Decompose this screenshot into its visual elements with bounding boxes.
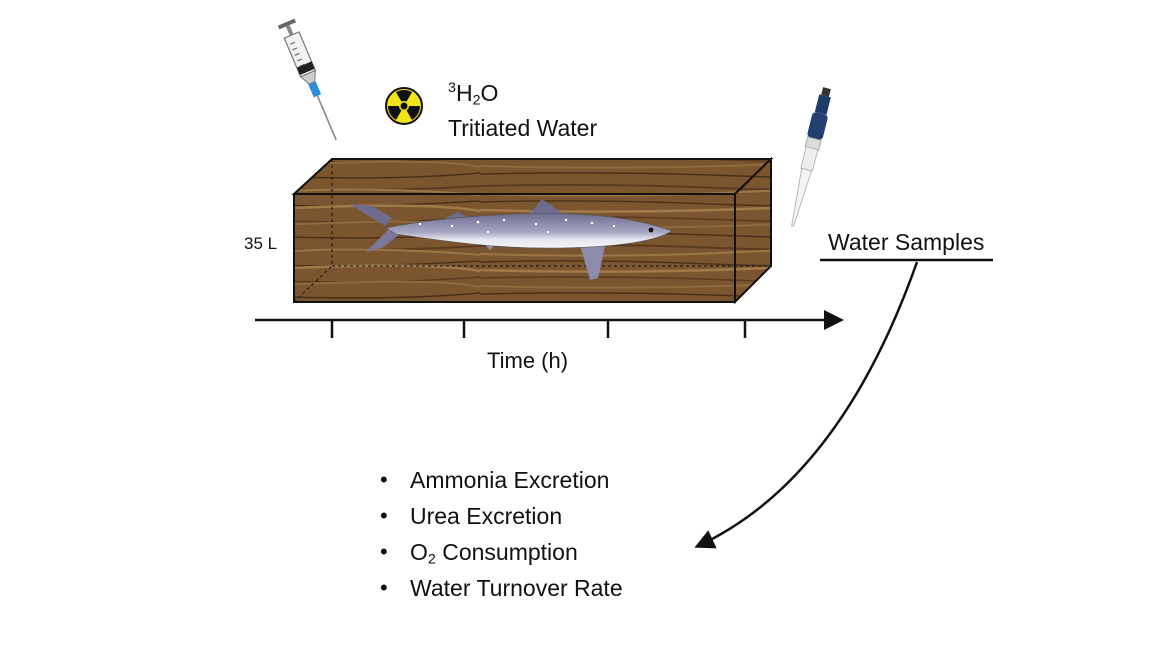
- measurement-list: Ammonia Excretion Urea Excretion O2 Cons…: [380, 462, 623, 606]
- isotope-formula: 3H2O: [448, 80, 499, 109]
- pipette-icon: [791, 87, 831, 227]
- list-item: Water Turnover Rate: [380, 570, 623, 606]
- syringe-icon: [277, 18, 337, 141]
- list-item: O2 Consumption: [380, 534, 623, 570]
- radiation-icon: [385, 87, 423, 125]
- isotope-name: Tritiated Water: [448, 115, 598, 141]
- time-axis-label: Time (h): [487, 348, 569, 373]
- isotope-mass-number: 3: [448, 80, 456, 97]
- samples-arrow: [694, 261, 919, 549]
- tank-volume-label: 35 L: [244, 234, 278, 253]
- shark-illustration: [350, 199, 673, 280]
- time-axis: [255, 310, 844, 338]
- list-item: Ammonia Excretion: [380, 462, 623, 498]
- water-samples-label: Water Samples: [828, 229, 985, 255]
- list-item: Urea Excretion: [380, 498, 623, 534]
